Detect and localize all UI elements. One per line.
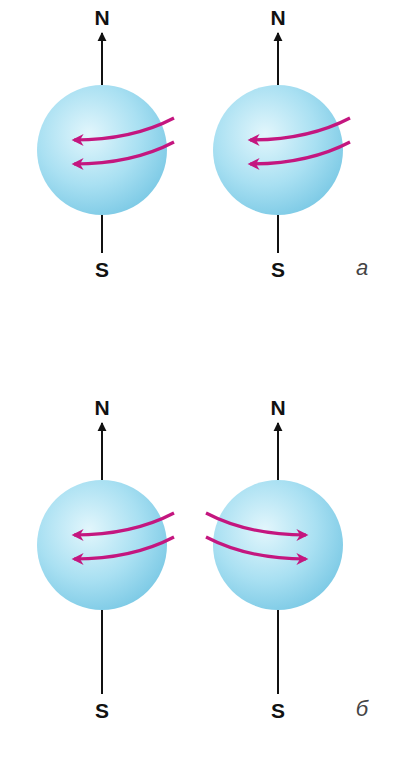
axis-arrow bbox=[277, 33, 279, 85]
spin-arrows bbox=[74, 513, 306, 559]
sphere-pair-a bbox=[37, 33, 350, 253]
pole-label: S bbox=[271, 699, 285, 722]
sphere bbox=[213, 85, 343, 215]
axis-arrow bbox=[101, 33, 103, 85]
pole-label: N bbox=[94, 6, 109, 29]
pole-label: N bbox=[270, 396, 285, 419]
panel-letter: а bbox=[356, 256, 368, 280]
axis-arrow bbox=[101, 423, 103, 480]
panel-letter: б bbox=[356, 697, 368, 721]
axis-line bbox=[101, 215, 103, 253]
axis-arrow bbox=[277, 423, 279, 480]
axis-line bbox=[277, 215, 279, 253]
sphere bbox=[213, 480, 343, 610]
sphere bbox=[37, 85, 167, 215]
axis-line bbox=[101, 610, 103, 694]
pole-label: N bbox=[270, 6, 285, 29]
spin-arrows bbox=[74, 118, 350, 164]
pole-label: S bbox=[95, 699, 109, 722]
pole-label: S bbox=[95, 258, 109, 281]
pole-label: N bbox=[94, 396, 109, 419]
sphere bbox=[37, 480, 167, 610]
axis-line bbox=[277, 610, 279, 694]
pole-label: S bbox=[271, 258, 285, 281]
sphere-pair-b bbox=[37, 423, 343, 694]
